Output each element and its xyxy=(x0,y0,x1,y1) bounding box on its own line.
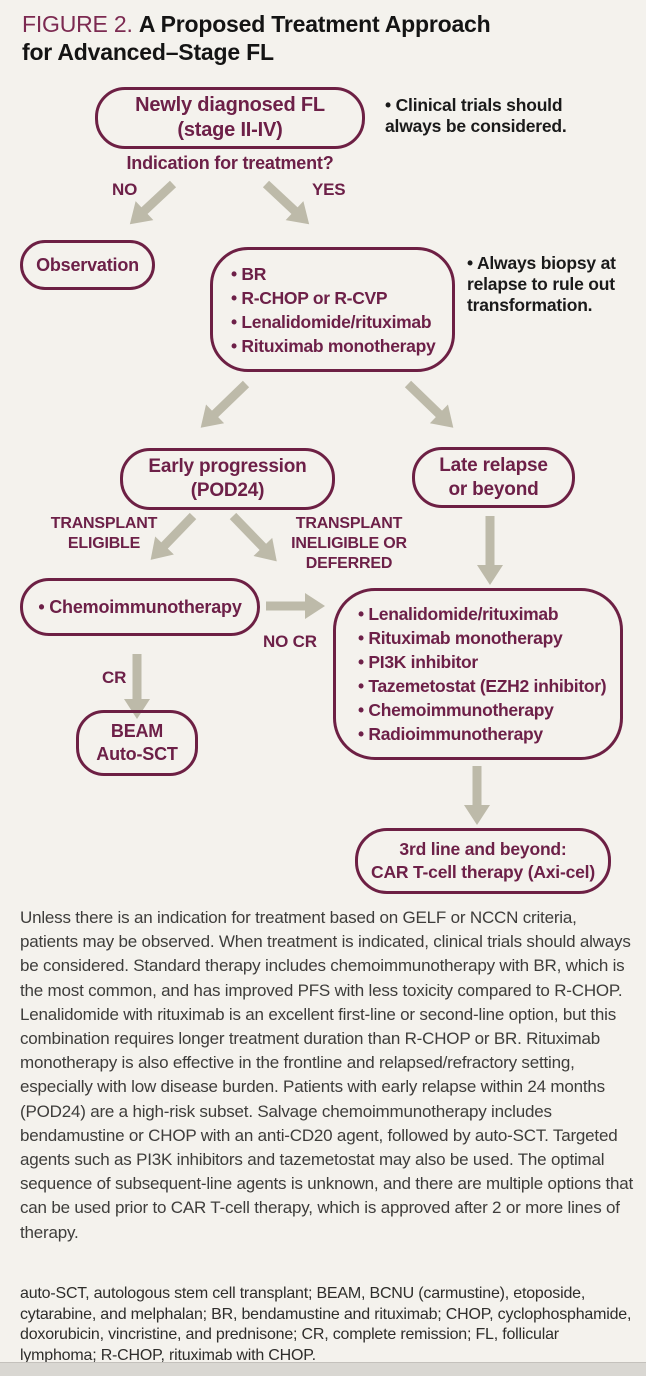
arrow-shaft xyxy=(140,180,177,215)
arrow-shaft xyxy=(132,654,142,700)
arrow-shaft xyxy=(211,380,250,418)
arrow-head xyxy=(305,593,325,619)
arrow-shaft xyxy=(266,601,306,611)
no-label: NO xyxy=(112,180,138,199)
page-bottom-bar xyxy=(0,1362,646,1376)
node-first-line-options: BRR-CHOP or R-CVPLenalidomide/rituximabR… xyxy=(210,247,455,372)
node-early-progression: Early progression (POD24) xyxy=(120,448,335,510)
transplant-ineligible-label: TRANSPLANT INELIGIBLE OR DEFERRED xyxy=(291,515,407,572)
figure-caption: Unless there is an indication for treatm… xyxy=(20,908,634,1242)
no-cr-arrow-icon xyxy=(266,593,325,619)
bullet-item: Lenalidomide/rituximab xyxy=(358,602,606,626)
late-relapse-down-arrow-icon xyxy=(477,516,503,585)
arrow-shaft xyxy=(485,516,495,566)
figure-name: A Proposed Treatment Approach for Advanc… xyxy=(22,11,491,65)
arrow-shaft xyxy=(262,180,299,215)
arrow-shaft xyxy=(472,766,482,806)
bullet-item: Rituximab monotherapy xyxy=(231,334,435,358)
note-biopsy: • Always biopsy at relapse to rule out t… xyxy=(467,253,616,315)
arrow-head xyxy=(464,805,490,825)
bullet-item: Rituximab monotherapy xyxy=(358,626,606,650)
indication-label: Indication for treatment? xyxy=(126,153,334,173)
cr-down-arrow-icon xyxy=(124,654,150,719)
bullet-item: Tazemetostat (EZH2 inhibitor) xyxy=(358,674,606,698)
node-beam-auto-sct: BEAM Auto-SCT xyxy=(76,710,198,776)
bullet-item: PI3K inhibitor xyxy=(358,650,606,674)
yes-branch-arrow-icon xyxy=(257,174,319,234)
bullet-item: Chemoimmunotherapy xyxy=(358,698,606,722)
bullet-item: Radioimmunotherapy xyxy=(358,722,606,746)
bullet-item: BR xyxy=(231,262,435,286)
early-progression-arrow-icon xyxy=(191,375,255,438)
node-newly-diagnosed: Newly diagnosed FL (stage II-IV) xyxy=(95,87,365,149)
bullet-item: R-CHOP or R-CVP xyxy=(231,286,435,310)
figure-label: FIGURE 2. xyxy=(22,11,133,37)
node-chemoimmunotherapy: • Chemoimmunotherapy xyxy=(20,578,260,636)
third-line-down-arrow-icon xyxy=(464,766,490,825)
cr-label: CR xyxy=(102,668,127,687)
second-line-list: Lenalidomide/rituximabRituximab monother… xyxy=(358,602,606,746)
first-line-list: BRR-CHOP or R-CVPLenalidomide/rituximabR… xyxy=(231,262,435,358)
node-third-line: 3rd line and beyond: CAR T-cell therapy … xyxy=(355,828,611,894)
node-second-line-options: Lenalidomide/rituximabRituximab monother… xyxy=(333,588,623,760)
figure-title: FIGURE 2. A Proposed Treatment Approach … xyxy=(22,10,582,66)
arrow-shaft xyxy=(229,512,267,551)
abbreviations-footnote: auto-SCT, autologous stem cell transplan… xyxy=(20,1285,632,1364)
transplant-ineligible-arrow-icon xyxy=(224,507,287,571)
yes-label: YES xyxy=(312,180,346,199)
bullet-item: Lenalidomide/rituximab xyxy=(231,310,435,334)
arrow-head xyxy=(477,565,503,585)
late-relapse-arrow-icon xyxy=(399,375,463,438)
transplant-eligible-label: TRANSPLANT ELIGIBLE xyxy=(50,515,158,552)
node-observation: Observation xyxy=(20,240,155,290)
note-clinical-trials: • Clinical trials should always be consi… xyxy=(385,95,567,136)
arrow-shaft xyxy=(404,380,443,418)
no-cr-label: NO CR xyxy=(263,632,317,651)
node-late-relapse: Late relapse or beyond xyxy=(412,447,575,508)
